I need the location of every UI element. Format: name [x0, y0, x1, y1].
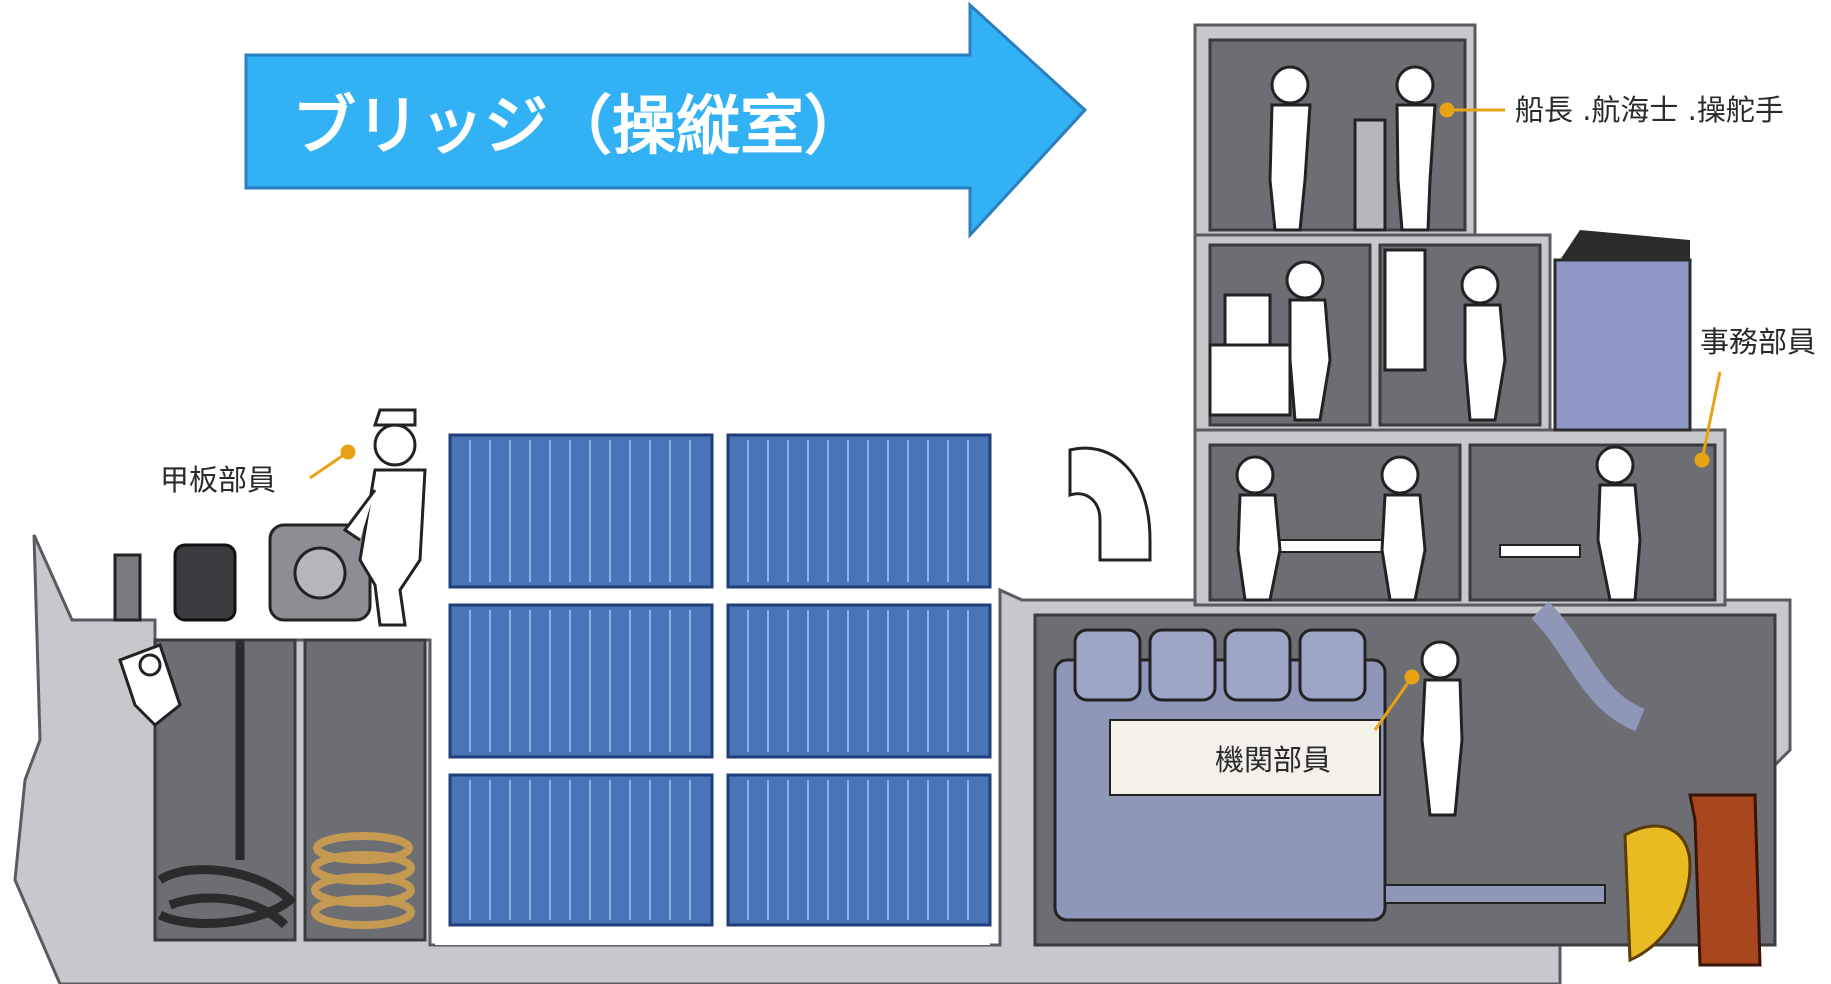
- office-crew-figure: [1285, 260, 1507, 422]
- steward-label: 事務部員: [1700, 325, 1816, 359]
- monitor-icon: [1223, 293, 1272, 352]
- container: [726, 773, 992, 927]
- propeller-shaft: [1384, 884, 1606, 904]
- mess-crew-figure: [1235, 455, 1427, 602]
- container: [448, 603, 714, 759]
- bridge-crew-label: 船長 .航海士 .操舵手: [1515, 93, 1784, 127]
- exhaust-pipe: [1531, 601, 1645, 732]
- rudder: [1688, 793, 1762, 967]
- office-room: [1208, 243, 1542, 427]
- ventilator: [1068, 446, 1152, 562]
- cargo-hold: [435, 430, 992, 945]
- bridge-arrow-label: ブリッジ（操縦室）: [292, 90, 868, 164]
- container: [448, 433, 714, 589]
- anchor-icon: [118, 643, 182, 728]
- funnel-top: [1560, 230, 1690, 260]
- rope-coil: [311, 832, 415, 929]
- engine-cylinders: [1073, 628, 1367, 702]
- container: [726, 603, 992, 759]
- container-stack: [448, 433, 992, 927]
- rope-store: [303, 638, 427, 942]
- mess-room: [1208, 443, 1717, 602]
- propeller: [1623, 824, 1692, 963]
- engine-crew-figure: [1420, 640, 1464, 817]
- container: [448, 773, 714, 927]
- funnel: [1553, 258, 1692, 432]
- windlass: [113, 523, 372, 622]
- container: [726, 433, 992, 589]
- deck-crew-figure: [342, 408, 427, 627]
- cook-figure: [1595, 445, 1642, 602]
- bridge-crew-figure: [1268, 65, 1437, 232]
- leader-lines: [309, 102, 1722, 731]
- deck-crew-label: 甲板部員: [160, 463, 276, 497]
- anchor-chain: [157, 640, 297, 929]
- bridge-room: [1208, 38, 1467, 232]
- bridge-arrow: ブリッジ（操縦室）: [244, 1, 1088, 239]
- engine-crew-label: 機関部員: [1215, 743, 1331, 777]
- engine-crew-label-box: [1109, 719, 1381, 796]
- bridge-arrow-shape: [244, 1, 1088, 239]
- container-corrugation: [469, 440, 969, 920]
